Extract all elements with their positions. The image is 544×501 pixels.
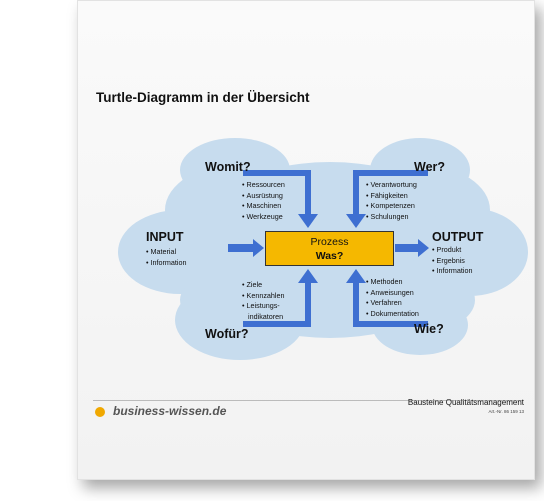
wofuer-list: Ziele Kennzahlen Leistungs- indikatoren — [242, 280, 285, 322]
list-item: Material — [146, 247, 187, 258]
list-item: Dokumentation — [366, 309, 419, 320]
wer-list: Verantwortung Fähigkeiten Kompetenzen Sc… — [366, 180, 417, 222]
arrow-input — [228, 239, 264, 257]
logo-dot-icon — [95, 407, 105, 417]
process-label: Prozess — [310, 236, 349, 248]
input-label: INPUT — [146, 230, 184, 244]
output-list: Produkt Ergebnis Information — [432, 245, 473, 277]
output-label: OUTPUT — [432, 230, 484, 244]
input-list: Material Information — [146, 247, 187, 268]
article-number: Art.-Nr. 86 159 13 — [488, 409, 524, 414]
process-question: Was? — [315, 250, 344, 262]
page-title: Turtle-Diagramm in der Übersicht — [96, 90, 310, 105]
arrow-wer — [346, 170, 428, 228]
womit-label: Womit? — [205, 160, 251, 174]
list-item: Information — [146, 258, 187, 269]
womit-list: Ressourcen Ausrüstung Maschinen Werkzeug… — [242, 180, 285, 222]
wie-list: Methoden Anweisungen Verfahren Dokumenta… — [366, 277, 419, 319]
list-item: Maschinen — [242, 201, 285, 212]
arrow-output — [395, 239, 429, 257]
list-item: Produkt — [432, 245, 473, 256]
list-item: Information — [432, 266, 473, 277]
wofuer-label: Wofür? — [205, 327, 249, 341]
list-item: Verfahren — [366, 298, 419, 309]
list-item: Anweisungen — [366, 288, 419, 299]
process-box: Prozess Was? — [265, 231, 394, 266]
list-item: Ziele — [242, 280, 285, 291]
list-item: Leistungs- — [242, 301, 285, 312]
arrow-wie — [346, 269, 428, 327]
list-item: Schulungen — [366, 212, 417, 223]
arrow-womit — [243, 170, 318, 228]
list-item: Ressourcen — [242, 180, 285, 191]
wie-label: Wie? — [414, 322, 444, 336]
list-item: Verantwortung — [366, 180, 417, 191]
series-title: Bausteine Qualitätsmanagement — [407, 398, 524, 407]
list-item: Fähigkeiten — [366, 191, 417, 202]
list-item: Kompetenzen — [366, 201, 417, 212]
wer-label: Wer? — [414, 160, 446, 174]
list-item: Ergebnis — [432, 256, 473, 267]
list-item: Kennzahlen — [242, 291, 285, 302]
brand-logo: business-wissen.de — [113, 404, 227, 418]
arrow-wofuer — [243, 269, 318, 327]
list-item: indikatoren — [248, 311, 284, 321]
footer-divider — [93, 400, 523, 401]
list-item: Ausrüstung — [242, 191, 285, 202]
list-item: Methoden — [366, 277, 419, 288]
list-item: Werkzeuge — [242, 212, 285, 223]
